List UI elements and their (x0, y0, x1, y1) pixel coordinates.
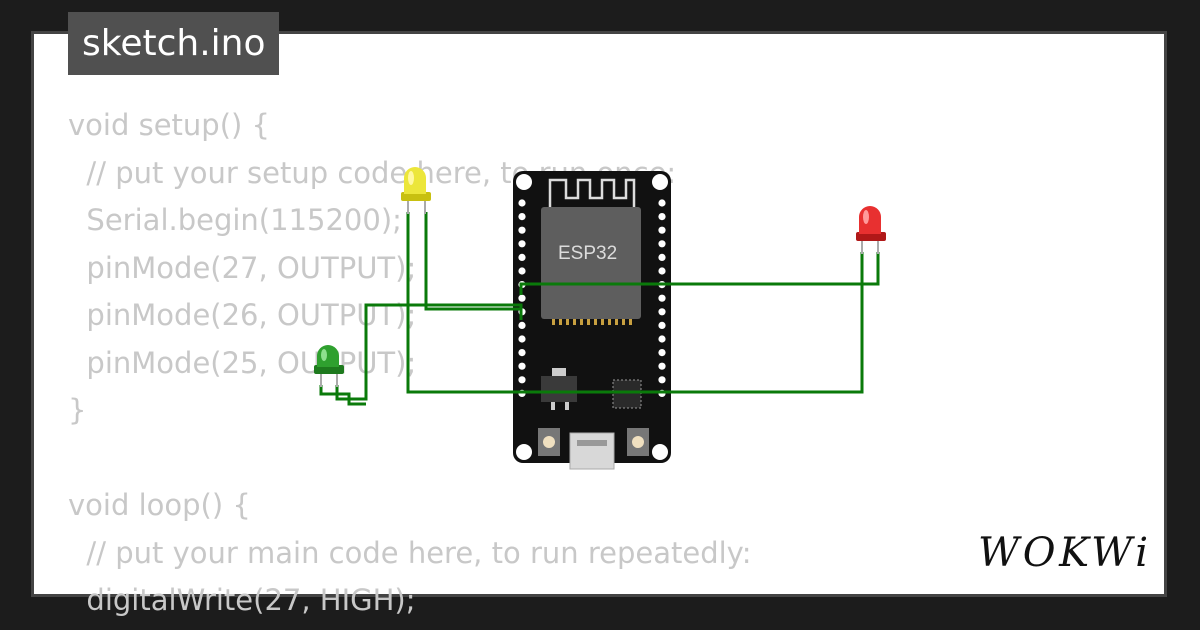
module-pin (601, 319, 604, 325)
wire-green-cathode (319, 385, 366, 406)
wire-green (335, 303, 523, 401)
code-line: pinMode(25, OUTPUT); (68, 345, 417, 380)
module-pin (629, 319, 632, 325)
esp32-label: ESP32 (558, 243, 617, 264)
code-line: // put your main code here, to run repea… (68, 535, 752, 570)
pin-hole (658, 267, 666, 275)
module-pin (573, 319, 576, 325)
pin-hole (658, 362, 666, 370)
pin-hole (518, 213, 526, 221)
pin-hole (518, 321, 526, 329)
pin-hole (518, 335, 526, 343)
wokwi-logo-text: WOKWi (978, 530, 1148, 576)
pin-hole (518, 199, 526, 207)
module-pin (608, 319, 611, 325)
wokwi-logo: WOKWi (978, 530, 1148, 576)
module-pin (566, 319, 569, 325)
code-line: // put your setup code here, to run once… (68, 155, 677, 190)
pin-hole (518, 294, 526, 302)
pin-hole (658, 349, 666, 357)
module-pin (587, 319, 590, 325)
pin-hole (518, 376, 526, 384)
module-pin (552, 319, 555, 325)
pin-hole (658, 253, 666, 261)
wire-ground (406, 212, 864, 394)
green-led[interactable] (314, 345, 344, 387)
code-line: } (68, 393, 87, 427)
code-line: digitalWrite(27, HIGH); (68, 583, 416, 617)
pin-hole (518, 253, 526, 261)
module-pin (580, 319, 583, 325)
red-led[interactable] (856, 206, 886, 254)
module-pin (594, 319, 597, 325)
en-button[interactable] (538, 428, 560, 456)
pin-hole (658, 240, 666, 248)
pin-hole (518, 349, 526, 357)
pin-hole (518, 226, 526, 234)
pin-hole (658, 213, 666, 221)
pin-hole (658, 321, 666, 329)
pin-hole (518, 240, 526, 248)
wires (319, 212, 880, 406)
yellow-led[interactable] (401, 167, 431, 214)
pin-hole (518, 362, 526, 370)
pin-hole (658, 294, 666, 302)
code-line: pinMode(27, OUTPUT); (68, 250, 417, 285)
boot-button[interactable] (627, 428, 649, 456)
pin-hole (658, 308, 666, 316)
pin-hole (658, 376, 666, 384)
code-line: void loop() { (68, 488, 251, 522)
wire-red-signal (519, 252, 880, 295)
code-line: void setup() { (68, 108, 270, 142)
preview-card: void setup() { // put your setup code he… (31, 31, 1167, 617)
esp32-board[interactable]: ESP32 (513, 171, 671, 470)
pin-hole (658, 226, 666, 234)
module-pin (559, 319, 562, 325)
module-pin (615, 319, 618, 325)
pin-hole (518, 267, 526, 275)
pin-hole (658, 335, 666, 343)
file-tab[interactable]: sketch.ino (68, 12, 280, 75)
module-pin (622, 319, 625, 325)
code-line: Serial.begin(115200); (68, 203, 402, 237)
pin-hole (658, 199, 666, 207)
